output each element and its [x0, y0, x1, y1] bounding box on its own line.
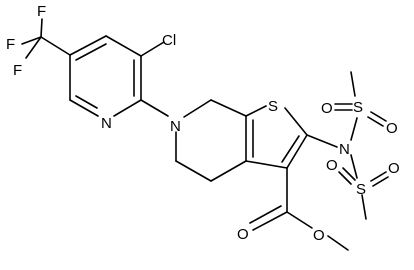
- atom-cl: Cl: [162, 32, 176, 49]
- bond-s-lower-ch3: [361, 194, 367, 220]
- bond-c2-c3: [286, 134, 308, 169]
- bond-s-upper-o-right-double: [367, 116, 384, 127]
- bond-ch2-ch2: [175, 160, 212, 182]
- atom-n-sulfonyl: N: [339, 141, 350, 158]
- atom-s-upper: S: [353, 99, 363, 116]
- bond-oester-ch3: [327, 235, 349, 251]
- bond-s-lower-o-left: [342, 167, 356, 181]
- bond-s-upper-ch3: [350, 71, 356, 97]
- bond-carbonyl-oester: [286, 211, 313, 229]
- bond-carbonyl-o: [252, 211, 288, 231]
- bond-pyr-5: [69, 99, 99, 117]
- atom-s-lower: S: [356, 181, 366, 198]
- bond-cf3-f-top: [40, 18, 43, 38]
- atom-o-carbonyl: O: [237, 226, 249, 243]
- bond-cl: [140, 41, 165, 57]
- bonds: [21, 18, 389, 251]
- atom-o-ester: O: [313, 227, 325, 244]
- bond-c2-n: [306, 134, 338, 148]
- bond-n-s-lower: [350, 154, 358, 179]
- atom-s-thiophene: S: [268, 98, 278, 115]
- atom-f-bottom: F: [13, 62, 22, 79]
- bond-pyr-1: [69, 35, 107, 56]
- bond-cf3-f-bottom: [25, 36, 42, 59]
- atom-o-lower-right: O: [388, 160, 400, 177]
- bond-carbonyl-o-double: [249, 205, 282, 224]
- atom-n-pyridine: N: [101, 115, 112, 132]
- atom-o-upper-right: O: [386, 120, 398, 137]
- bond-n-s-upper: [350, 117, 358, 141]
- bond-s-upper-o-right: [370, 111, 387, 122]
- bond-c2-c3-double: [281, 135, 300, 163]
- bond-n-ch2-upper: [183, 99, 212, 118]
- bond-s-lower-o-right-double: [372, 176, 389, 187]
- bond-pyr-4: [113, 99, 142, 117]
- atom-o-upper-left: O: [321, 100, 333, 117]
- bond-ch2-c7a: [210, 99, 247, 117]
- atom-n-ring: N: [170, 118, 181, 135]
- bond-c3-c3a: [245, 160, 288, 169]
- bond-c7a-s: [245, 105, 267, 117]
- atom-o-lower-left: O: [326, 157, 338, 174]
- bond-s-lower-o-right: [370, 171, 387, 182]
- bond-pyr-n: [140, 99, 169, 117]
- bond-cf3-ring: [40, 36, 71, 56]
- bond-s-lower-o-left-double: [338, 171, 352, 185]
- atom-f-top: F: [37, 3, 46, 20]
- bond-pyr-1-double: [75, 43, 107, 61]
- bond-s-c2: [284, 107, 308, 136]
- atom-labels: F F F Cl N N S N S O O S O O O O: [6, 3, 400, 244]
- bond-pyr-2: [105, 35, 142, 57]
- bond-cf3-f-left: [21, 36, 42, 45]
- bond-ch2-c3a: [210, 160, 247, 182]
- atom-f-left: F: [6, 36, 15, 53]
- bond-pyr-5-double: [75, 95, 98, 109]
